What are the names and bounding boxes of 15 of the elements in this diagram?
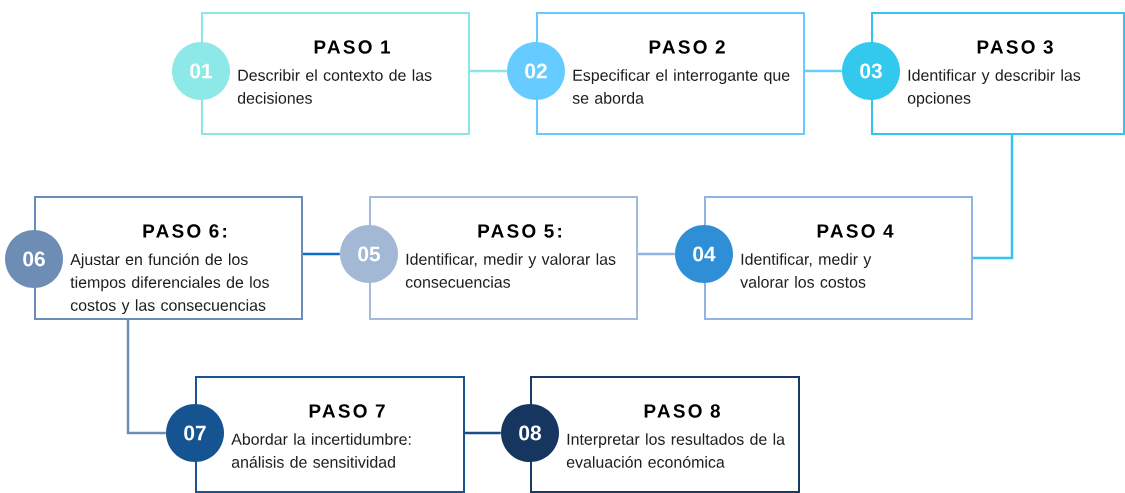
connector-line [973,133,1014,260]
connector-line [303,252,340,256]
number-badge: 07 [166,404,224,462]
connector-line [470,69,507,73]
number-badge: 05 [340,225,398,283]
connector-line [126,318,166,435]
number-badge: 01 [172,42,230,100]
number-badge: 08 [501,404,559,462]
connector-line [465,431,501,435]
number-badge: 02 [507,42,565,100]
connector-line [805,69,842,73]
connector-line [638,252,675,256]
number-badge: 06 [5,230,63,288]
number-badge: 03 [842,42,900,100]
number-badge: 04 [675,225,733,283]
